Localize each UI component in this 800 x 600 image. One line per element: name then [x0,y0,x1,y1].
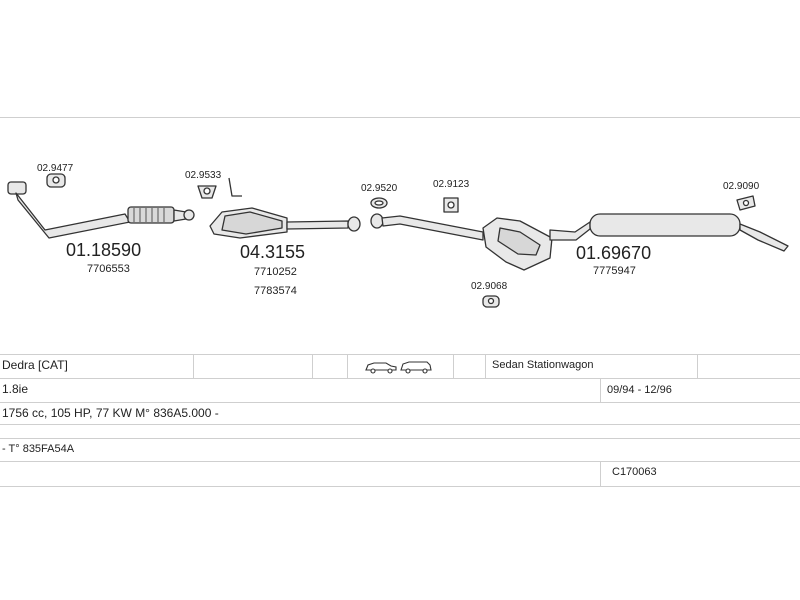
gasket-clamp-part[interactable] [197,177,242,199]
car-icons [365,361,432,374]
clamp-part[interactable] [370,197,388,209]
bolt-clamp [228,177,242,197]
production-years: 09/94 - 12/96 [607,384,672,396]
front-pipe-end-flange [183,209,195,221]
rear-silencer-body [589,213,741,237]
body-types: Sedan Stationwagon [492,359,594,371]
engine-specs: 1756 cc, 105 HP, 77 KW M° 836A5.000 - [2,406,219,420]
rear-hanger-part[interactable] [736,195,756,211]
part-code-catalyst[interactable]: 04.3155 [240,242,305,262]
hanger-part[interactable] [443,197,459,213]
part-code-front-pipe[interactable]: 01.18590 [66,240,141,260]
part-code-gasket-clamp[interactable]: 02.9533 [185,170,222,181]
part-code-rubber-hanger[interactable]: 02.9068 [471,281,508,292]
rear-inlet-pipe [549,221,591,241]
stationwagon-icon [400,361,432,374]
flex-section [127,206,175,224]
part-code-rear-silencer[interactable]: 01.69670 [576,243,651,263]
reference-code: C170063 [612,466,657,478]
top-divider [0,117,800,118]
rubber-hanger-part[interactable] [482,295,500,308]
middle-silencer-part[interactable] [370,213,553,271]
exhaust-drawing: 02.9477 01.18590 7706553 02.9533 04.3155… [7,163,789,308]
sedan-icon [365,362,397,374]
part-code-gasket[interactable]: 02.9477 [37,163,74,174]
oe-number-front-pipe: 7706553 [87,263,130,275]
gasket-part[interactable] [46,173,66,188]
middle-pipe-tube [381,215,484,241]
engine: 1.8ie [2,382,29,396]
catalyst-tail-pipe [286,220,349,230]
front-pipe-tube [15,192,131,239]
oe-number-catalyst-2: 7783574 [254,285,297,297]
middle-pipe-flange [370,213,384,229]
tail-pipe [739,223,789,252]
part-code-clamp[interactable]: 02.9520 [361,183,398,194]
engine-code: - T° 835FA54A [2,443,75,455]
catalytic-converter-part[interactable] [209,207,361,239]
oe-number-rear-silencer: 7775947 [593,265,636,277]
part-code-rear-hanger[interactable]: 02.9090 [723,181,760,192]
model-name: Dedra [CAT] [2,358,68,372]
oe-number-catalyst-1: 7710252 [254,266,297,278]
front-pipe-part[interactable] [7,181,195,239]
part-code-hanger[interactable]: 02.9123 [433,179,470,190]
front-pipe-flange [7,181,27,195]
rear-silencer-part[interactable] [549,213,789,252]
catalyst-tail-flange [347,216,361,232]
